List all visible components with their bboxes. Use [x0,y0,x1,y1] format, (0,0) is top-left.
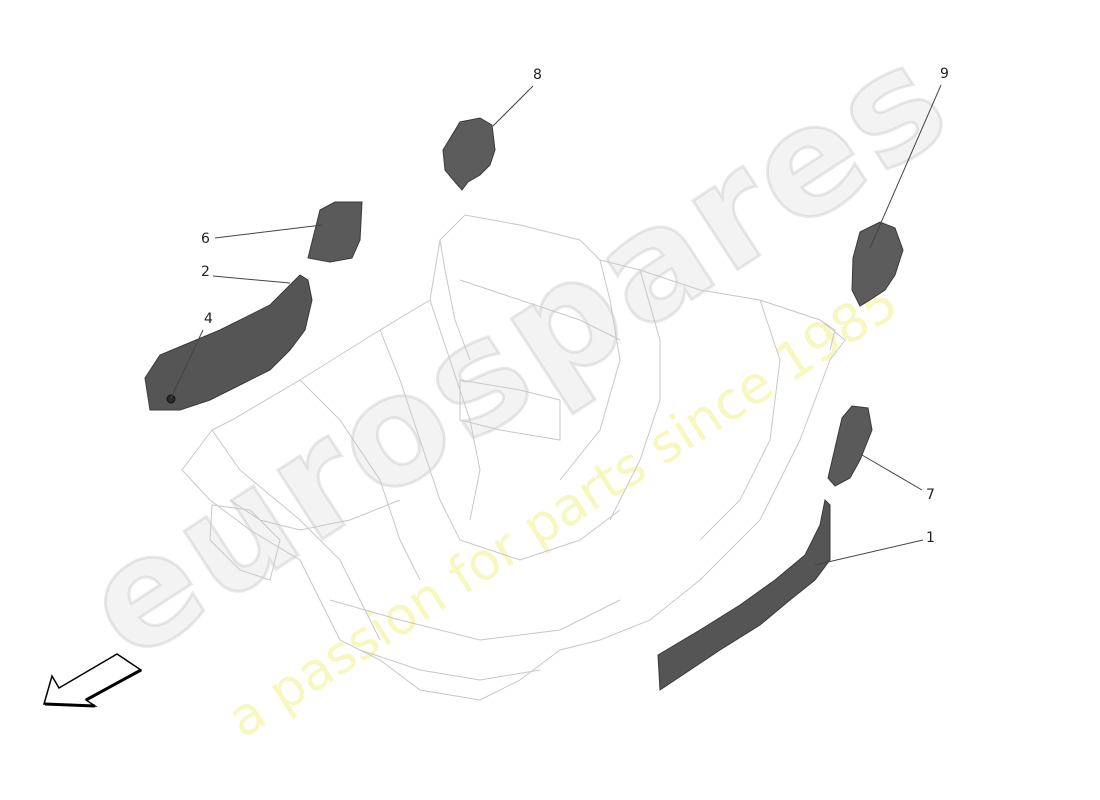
part-9-insulation-pad [851,221,904,307]
part-8-insulation-pad [442,117,496,191]
front-direction-arrow [43,653,143,708]
part-1-insulation-pad [657,498,831,691]
callout-4[interactable]: 4 [204,311,213,327]
part-6-insulation-pad [307,201,363,263]
floor-pan-wireframe [181,214,846,701]
part-4-fastener [166,394,176,404]
leader-lines [170,84,942,566]
callout-9[interactable]: 9 [940,66,949,82]
callout-8[interactable]: 8 [533,67,542,83]
part-2-insulation-pad [144,274,313,411]
callout-6[interactable]: 6 [201,231,210,247]
callout-1[interactable]: 1 [926,530,935,546]
callout-7[interactable]: 7 [926,487,935,503]
callout-2[interactable]: 2 [201,264,210,280]
part-7-insulation-pad [827,405,873,487]
